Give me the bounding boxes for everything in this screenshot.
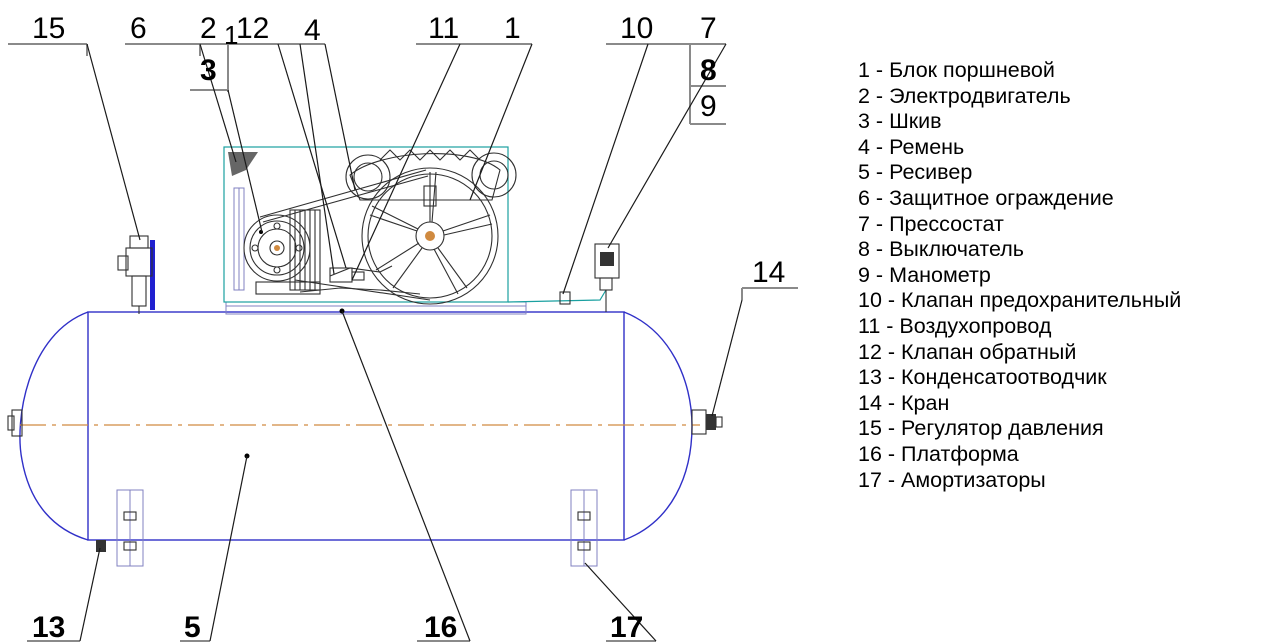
pressure-regulator: [117, 235, 155, 314]
piston-block: [345, 149, 517, 305]
legend-item: 17 - Амортизаторы: [858, 467, 1046, 492]
callout-8: 8: [700, 54, 717, 87]
foot-right: [570, 489, 598, 567]
legend-item: 13 - Конденсатоотводчик: [858, 365, 1107, 390]
legend-item: 9 - Манометр: [858, 262, 991, 287]
foot-left: [116, 489, 144, 567]
legend-item: 16 - Платформа: [858, 441, 1019, 466]
legend-item: 7 - Прессостат: [858, 211, 1004, 236]
callout-4: 4: [304, 14, 321, 47]
legend-item: 10 - Клапан предохранительный: [858, 288, 1182, 313]
safety-valve: [559, 291, 571, 305]
condensate-drain: [96, 540, 106, 552]
legend-item: 15 - Регулятор давления: [858, 416, 1104, 441]
compressor-drawing: 15 6 2 1 12 4 11 1 10 7 3 8 9 14 13 5 16…: [7, 12, 798, 643]
pressure-switch: [594, 243, 620, 312]
receiver-tank: [19, 311, 700, 541]
callout-6: 6: [130, 12, 147, 45]
callout-1-small: 1: [224, 20, 238, 50]
parts-legend: 1 - Блок поршневой 2 - Электродвигатель …: [858, 58, 1181, 493]
pipe: [507, 289, 607, 303]
guard-frame: [223, 146, 509, 303]
legend-item: 2 - Электродвигатель: [858, 83, 1071, 108]
legend-item: 14 - Кран: [858, 390, 950, 415]
check-valve: [329, 267, 365, 283]
callout-15: 15: [32, 12, 65, 45]
callout-17: 17: [610, 611, 643, 643]
end-fitting-left: [11, 409, 23, 437]
tap: [691, 409, 723, 435]
callout-9: 9: [700, 90, 717, 123]
legend-item: 1 - Блок поршневой: [858, 58, 1055, 82]
callout-13: 13: [32, 611, 65, 643]
callout-3: 3: [200, 54, 217, 87]
legend-item: 3 - Шкив: [858, 109, 942, 134]
callout-14: 14: [752, 256, 785, 289]
callout-11: 11: [428, 12, 459, 45]
air-line: [299, 265, 421, 295]
legend-item: 8 - Выключатель: [858, 237, 1024, 262]
legend-item: 4 - Ремень: [858, 134, 965, 159]
belt: [259, 169, 431, 301]
legend-item: 12 - Клапан обратный: [858, 339, 1077, 364]
legend-item: 11 - Воздухопровод: [858, 313, 1052, 338]
callout-7: 7: [700, 12, 717, 45]
callout-12: 12: [236, 12, 269, 45]
callout-16: 16: [424, 611, 457, 643]
legend-item: 5 - Ресивер: [858, 160, 973, 185]
callout-5: 5: [184, 611, 201, 643]
callout-2: 2: [200, 12, 217, 45]
callout-1: 1: [504, 12, 521, 45]
callout-10: 10: [620, 12, 653, 45]
electric-motor: [243, 209, 321, 295]
legend-item: 6 - Защитное ограждение: [858, 185, 1114, 210]
